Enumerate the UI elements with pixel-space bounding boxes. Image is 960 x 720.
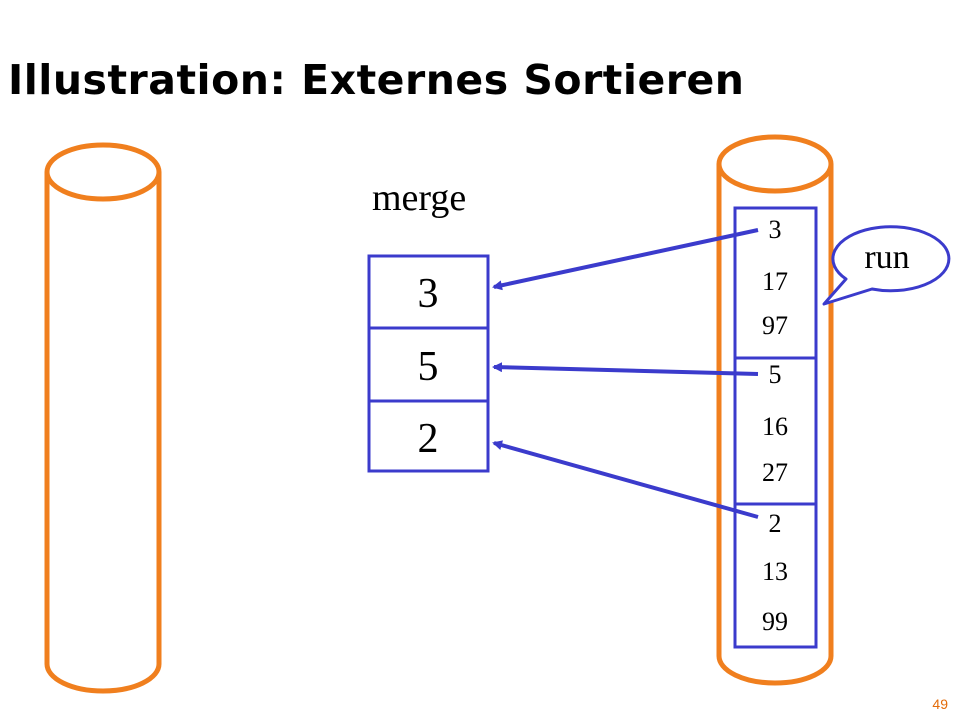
merge-arrow (492, 440, 759, 519)
run-value: 2 (769, 509, 782, 538)
merge-buffer-value: 5 (418, 344, 439, 390)
run-value: 99 (762, 607, 788, 636)
run-value: 5 (769, 360, 782, 389)
merge-buffer-value: 2 (418, 416, 439, 462)
merge-arrow (492, 228, 759, 291)
run-value: 13 (762, 557, 788, 586)
output-disk-cylinder (44, 142, 162, 694)
run-value: 27 (762, 458, 788, 487)
run-value: 16 (762, 412, 788, 441)
run-callout: run (822, 225, 951, 306)
merge-label: merge (372, 177, 467, 219)
merge-buffer: 3 5 2 (367, 254, 490, 473)
slide-title: Illustration: Externes Sortieren (8, 56, 745, 104)
merge-arrow (492, 362, 759, 376)
run-value: 17 (762, 267, 788, 296)
run-value: 3 (769, 215, 782, 244)
run-value: 97 (762, 311, 788, 340)
run-callout-label: run (864, 239, 909, 276)
runs-column: 3 17 97 5 16 27 2 13 99 (733, 206, 818, 649)
merge-buffer-value: 3 (418, 271, 439, 317)
page-number: 49 (932, 696, 948, 712)
